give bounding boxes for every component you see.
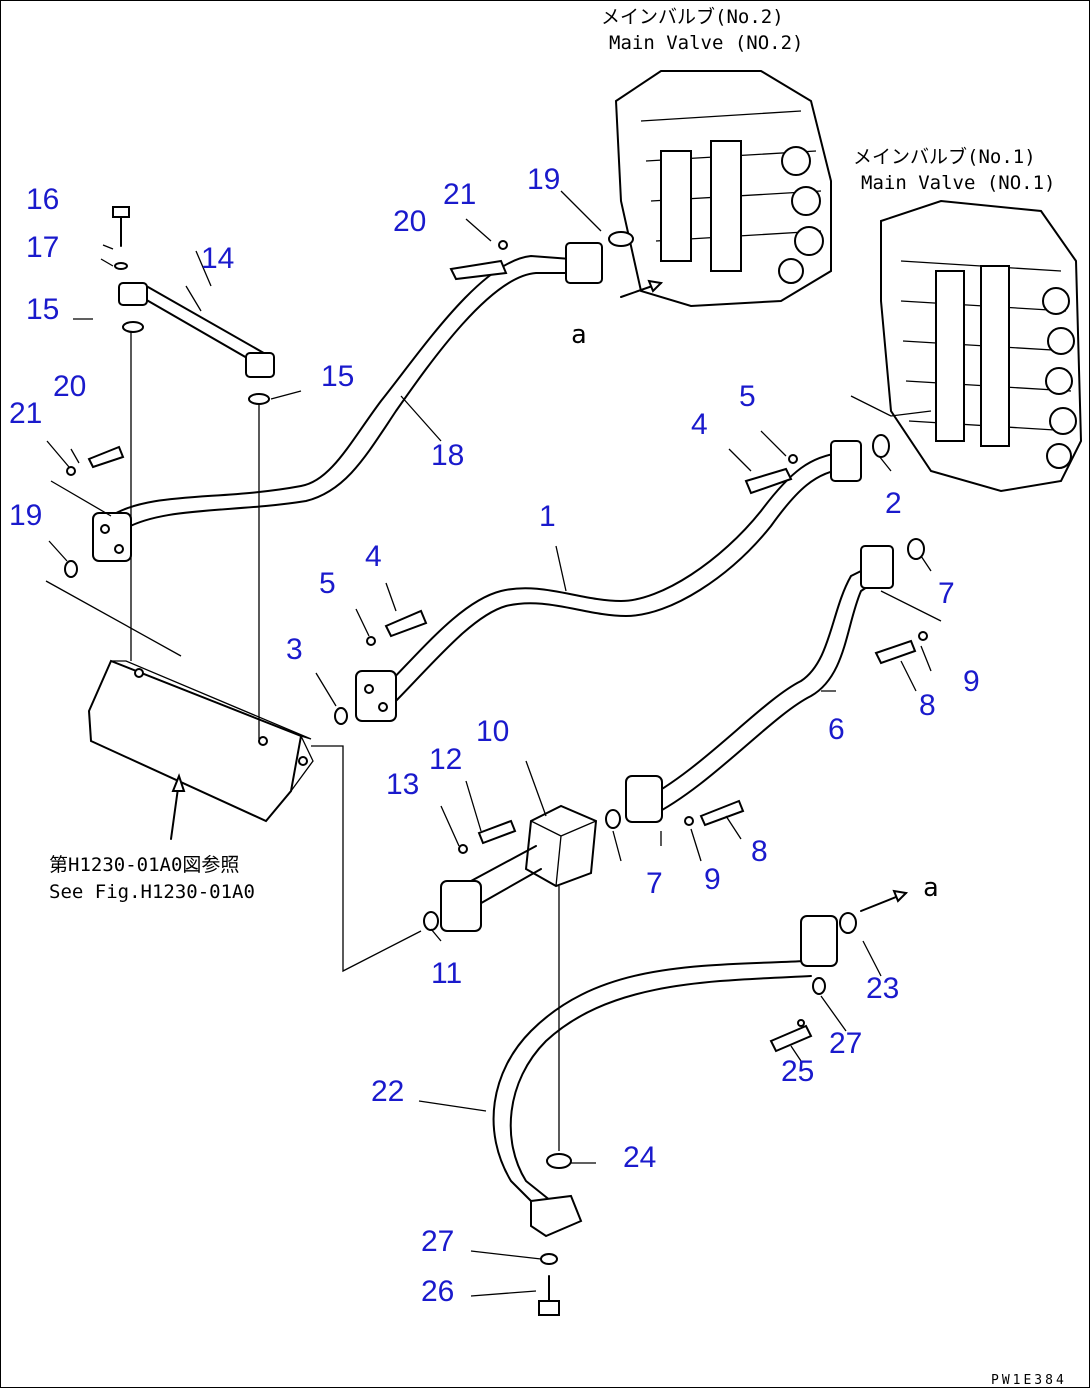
callout-18: 18 bbox=[431, 439, 464, 472]
callout-10: 10 bbox=[476, 715, 509, 748]
callout-19a: 19 bbox=[527, 163, 560, 196]
callout-25: 25 bbox=[781, 1055, 814, 1088]
callout-15b: 15 bbox=[321, 360, 354, 393]
callout-20b: 20 bbox=[53, 370, 86, 403]
callout-8b: 8 bbox=[751, 835, 768, 868]
callout-7b: 7 bbox=[646, 867, 663, 900]
callout-16: 16 bbox=[26, 183, 59, 216]
callout-5a: 5 bbox=[739, 380, 756, 413]
callout-27b: 27 bbox=[421, 1225, 454, 1258]
callout-9b: 9 bbox=[704, 863, 721, 896]
callout-2: 2 bbox=[885, 487, 902, 520]
callout-23: 23 bbox=[866, 972, 899, 1005]
callout-9a: 9 bbox=[963, 665, 980, 698]
callout-17: 17 bbox=[26, 231, 59, 264]
callout-4b: 4 bbox=[365, 540, 382, 573]
callout-13: 13 bbox=[386, 768, 419, 801]
callout-15a: 15 bbox=[26, 293, 59, 326]
callout-19b: 19 bbox=[9, 499, 42, 532]
callout-6: 6 bbox=[828, 713, 845, 746]
main-valve-no2 bbox=[614, 70, 832, 308]
see-fig-jp: 第H1230-01A0図参照 bbox=[49, 854, 239, 876]
callout-27a: 27 bbox=[829, 1027, 862, 1060]
main-valve-no1-en: Main Valve (NO.1) bbox=[861, 172, 1055, 194]
callout-7a: 7 bbox=[938, 577, 955, 610]
callout-5b: 5 bbox=[319, 567, 336, 600]
see-fig-en: See Fig.H1230-01A0 bbox=[49, 881, 255, 903]
callout-21b: 21 bbox=[9, 397, 42, 430]
callout-11: 11 bbox=[431, 957, 462, 990]
callout-22: 22 bbox=[371, 1075, 404, 1108]
main-valve-no1 bbox=[850, 199, 1083, 493]
manifold-block bbox=[87, 659, 314, 823]
main-valve-no1-jp: メインバルブ(No.1) bbox=[853, 145, 1036, 168]
callout-14: 14 bbox=[201, 242, 234, 275]
callout-12: 12 bbox=[429, 743, 462, 776]
view-a-label-top: a bbox=[571, 320, 587, 350]
callout-24: 24 bbox=[623, 1141, 656, 1174]
main-valve-no2-jp: メインバルブ(No.2) bbox=[601, 5, 784, 28]
callout-21a: 21 bbox=[443, 178, 476, 211]
drawing-code: PW1E384 bbox=[991, 1373, 1067, 1388]
view-a-label-bottom: a bbox=[923, 873, 939, 903]
callout-8a: 8 bbox=[919, 689, 936, 722]
callout-20a: 20 bbox=[393, 205, 426, 238]
callout-1: 1 bbox=[539, 500, 556, 533]
callout-4a: 4 bbox=[691, 408, 708, 441]
callout-3: 3 bbox=[286, 633, 303, 666]
callout-26: 26 bbox=[421, 1275, 454, 1308]
main-valve-no2-en: Main Valve (NO.2) bbox=[609, 32, 803, 54]
